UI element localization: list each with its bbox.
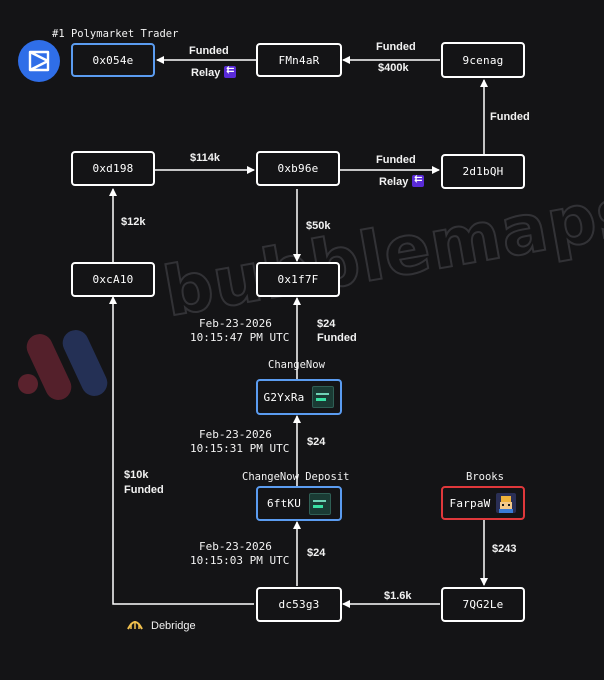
wallet-node-fmn4ar[interactable]: FMn4aR [256, 43, 342, 77]
wallet-node-farpaw[interactable]: FarpaW [441, 486, 525, 520]
edge-label-amount: $24 [307, 547, 326, 559]
wallet-address: 6ftKU [266, 497, 302, 510]
wallet-node-dc53g3[interactable]: dc53g3 [256, 587, 342, 622]
timestamp-time: 10:15:47 PM UTC [190, 331, 290, 344]
wallet-address: 0xd198 [92, 162, 134, 175]
relay-icon [224, 64, 237, 78]
wallet-node-6ftku[interactable]: 6ftKU [256, 486, 342, 521]
edge-label-funded: Funded [317, 332, 357, 344]
edge-label-funded: Funded [376, 154, 416, 166]
header-title: #1 Polymarket Trader [52, 28, 179, 40]
edge-label-relay: Relay [191, 64, 237, 80]
wallet-node-0xb96e[interactable]: 0xb96e [256, 151, 340, 186]
edge-label-relay-text: Relay [191, 67, 221, 79]
wallet-address: 7QG2Le [462, 598, 504, 611]
edge-label-amount: $10k [124, 469, 149, 481]
timestamp-date: Feb-23-2026 [199, 428, 272, 441]
edge-label-funded: Funded [124, 484, 164, 496]
wallet-node-7qg2le[interactable]: 7QG2Le [441, 587, 525, 622]
node-header-brooks: Brooks [466, 471, 504, 483]
wallet-node-g2yxra[interactable]: G2YxRa [256, 379, 342, 415]
wallet-address: 2d1bQH [462, 165, 504, 178]
wallet-address: 9cenag [462, 53, 504, 67]
wallet-address: 0xb96e [277, 162, 319, 175]
wallet-node-0x1f7f[interactable]: 0x1f7F [256, 262, 340, 297]
edge-label-amount: $400k [378, 62, 409, 74]
node-header-changenow: ChangeNow [268, 359, 325, 371]
wallet-address: 0xcA10 [92, 273, 134, 286]
changenow-icon [312, 386, 335, 408]
bridge-label: Debridge [151, 620, 196, 632]
edge-label-amount: $24 [317, 318, 336, 330]
wallet-address: 0x054e [92, 53, 134, 67]
edge-label-amount: $24 [307, 436, 326, 448]
edge-label-funded: Funded [376, 41, 416, 53]
wallet-node-9cenag[interactable]: 9cenag [441, 42, 525, 78]
wallet-address: FMn4aR [278, 53, 320, 67]
edge-label-amount: $12k [121, 216, 146, 228]
timestamp-time: 10:15:31 PM UTC [190, 442, 290, 455]
edge-dc53g3-0xca10 [109, 296, 254, 605]
edge-label-funded: Funded [490, 111, 530, 123]
timestamp-time: 10:15:03 PM UTC [190, 554, 290, 567]
edge-label-amount: $243 [492, 543, 517, 555]
edge-label-amount: $114k [190, 152, 220, 164]
wallet-address: 0x1f7F [277, 273, 319, 286]
polymarket-logo-icon [18, 40, 60, 82]
timestamp-date: Feb-23-2026 [199, 540, 272, 553]
changenow-icon [309, 492, 332, 515]
edge-label-amount: $1.6k [384, 590, 412, 602]
relay-icon [412, 173, 425, 187]
wallet-node-0xca10[interactable]: 0xcA10 [71, 262, 155, 297]
bubblemaps-logo-icon [14, 322, 134, 407]
brooks-avatar [496, 493, 517, 513]
debridge-icon [127, 617, 143, 635]
wallet-node-0xd198[interactable]: 0xd198 [71, 151, 155, 186]
edge-label-funded: Funded [189, 45, 229, 57]
edge-label-amount: $50k [306, 220, 331, 232]
timestamp-date: Feb-23-2026 [199, 317, 272, 330]
node-header-changenow-deposit: ChangeNow Deposit [242, 471, 350, 483]
wallet-address: G2YxRa [263, 390, 305, 404]
wallet-node-2d1bqh[interactable]: 2d1bQH [441, 154, 525, 189]
edge-label-relay-text: Relay [379, 176, 409, 188]
wallet-address: FarpaW [449, 496, 491, 510]
wallet-address: dc53g3 [278, 598, 320, 611]
wallet-node-0x054e[interactable]: 0x054e [71, 43, 155, 77]
edge-label-relay: Relay [379, 173, 425, 189]
